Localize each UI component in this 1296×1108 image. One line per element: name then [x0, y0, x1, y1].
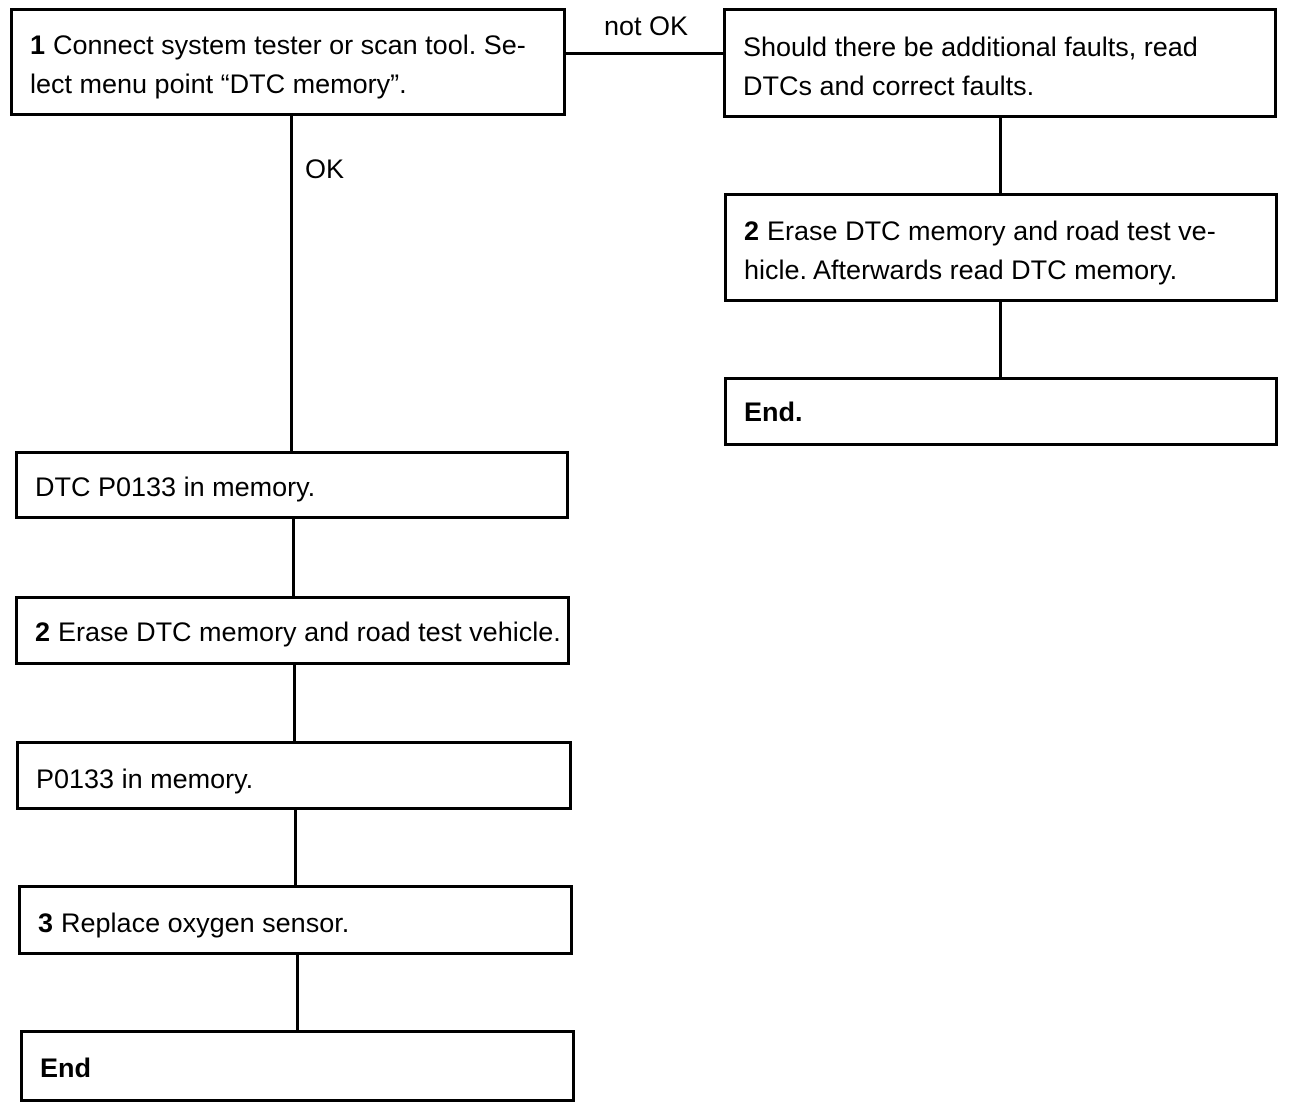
connector-faults-to-erase-right [999, 117, 1002, 194]
step-text: Erase DTC memory and road test vehicle. [58, 617, 561, 647]
connector-step1-to-ok [290, 115, 293, 451]
step-number: 2 [35, 617, 51, 647]
connector-erase-right-to-end [999, 300, 1002, 378]
step-text: Replace oxygen sensor. [61, 908, 350, 938]
connector-p0133-to-replace [294, 809, 297, 886]
step-text: Connect system tester or scan tool. Se- [53, 30, 526, 60]
connector-replace-to-end [296, 953, 299, 1031]
step-1-line-2: lect menu point “DTC memory”. [30, 69, 407, 99]
ok-label: OK [305, 154, 345, 184]
dtc-p0133-in-memory-box: DTC P0133 in memory. [15, 451, 569, 519]
connector-erase-to-p0133 [293, 664, 296, 742]
additional-faults-box: Should there be additional faults, read … [723, 8, 1277, 118]
box-line-1: Should there be additional faults, read [743, 32, 1198, 62]
step-number: 3 [38, 908, 54, 938]
step-line-2: hicle. Afterwards read DTC memory. [744, 255, 1178, 285]
box-line-2: DTCs and correct faults. [743, 71, 1035, 101]
end-text: End [40, 1053, 91, 1083]
step-number: 1 [30, 30, 46, 60]
box-text: P0133 in memory. [36, 764, 254, 794]
box-text: DTC P0133 in memory. [35, 472, 316, 502]
end-left-box: End [20, 1030, 575, 1102]
p0133-in-memory-box: P0133 in memory. [16, 741, 572, 810]
not-ok-label: not OK [604, 11, 689, 41]
end-right-box: End. [724, 377, 1278, 446]
connector-dtc-to-erase [292, 518, 295, 596]
step-text: Erase DTC memory and road test ve- [767, 216, 1216, 246]
step-number: 2 [744, 216, 760, 246]
end-text: End. [744, 397, 803, 427]
connector-step1-to-not-ok [566, 52, 725, 55]
